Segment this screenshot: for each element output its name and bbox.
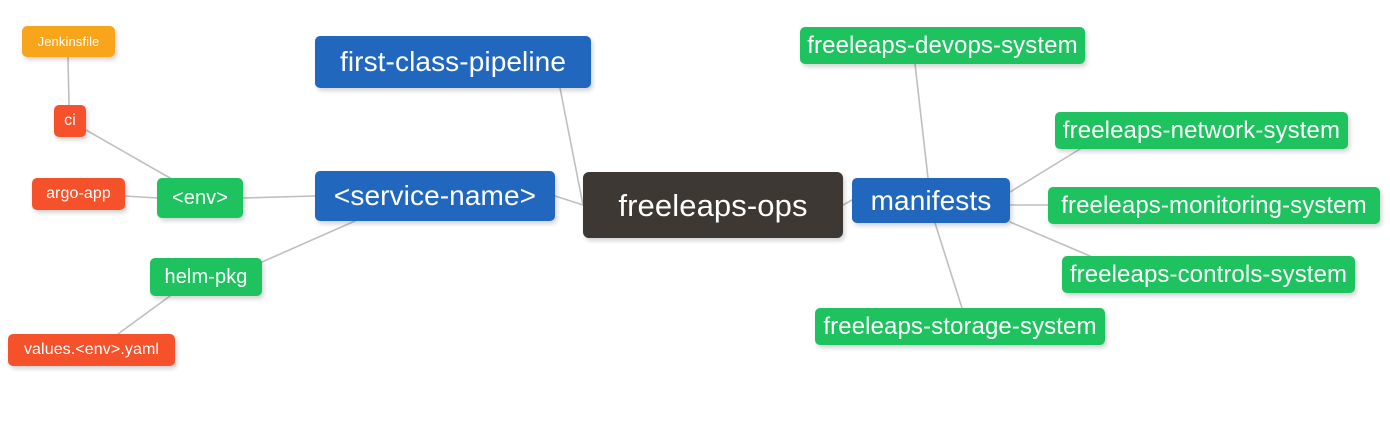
node-label: first-class-pipeline [339, 46, 567, 77]
mindmap-node-controls[interactable]: freeleaps-controls-system [1062, 256, 1355, 293]
edge-root-to-pipeline [559, 87, 584, 206]
node-label: freeleaps-controls-system [1069, 260, 1348, 288]
node-label: Jenkinsfile [37, 34, 100, 49]
mindmap-node-service[interactable]: <service-name> [315, 171, 555, 221]
mindmap-node-devops[interactable]: freeleaps-devops-system [800, 27, 1085, 64]
node-label: manifests [870, 184, 992, 216]
node-label: freeleaps-monitoring-system [1061, 191, 1367, 219]
node-label: ci [64, 112, 76, 129]
edge-manifests-to-devops [914, 63, 929, 179]
edge-service-to-helm [261, 220, 356, 263]
mindmap-node-monitoring[interactable]: freeleaps-monitoring-system [1048, 187, 1380, 224]
mindmap-node-network[interactable]: freeleaps-network-system [1055, 112, 1348, 149]
edge-manifests-to-controls [1009, 221, 1091, 257]
node-label: freeleaps-network-system [1062, 116, 1341, 144]
mindmap-node-manifests[interactable]: manifests [852, 178, 1010, 223]
mindmap-node-argo[interactable]: argo-app [32, 178, 125, 210]
node-label: freeleaps-storage-system [823, 312, 1097, 340]
node-label: helm-pkg [164, 266, 248, 288]
node-label: <service-name> [333, 180, 537, 211]
edge-root-to-manifests [842, 199, 853, 206]
mindmap-node-jenkinsfile[interactable]: Jenkinsfile [22, 26, 115, 57]
mindmap-node-ci[interactable]: ci [54, 105, 86, 137]
node-label: freeleaps-ops [618, 187, 808, 223]
edge-manifests-to-network [1009, 148, 1081, 193]
edge-env-to-argo [124, 195, 158, 199]
edge-helm-to-values [117, 295, 171, 335]
mindmap-node-values[interactable]: values.<env>.yaml [8, 334, 175, 366]
mindmap-node-storage[interactable]: freeleaps-storage-system [815, 308, 1105, 345]
edge-env-to-ci [85, 129, 171, 179]
mindmap-node-root[interactable]: freeleaps-ops [583, 172, 843, 238]
mindmap-node-helm[interactable]: helm-pkg [150, 258, 262, 296]
mindmap-node-env[interactable]: <env> [157, 178, 243, 218]
edge-service-to-env [242, 195, 316, 199]
node-label: argo-app [46, 185, 111, 202]
node-label: values.<env>.yaml [23, 341, 160, 358]
edge-root-to-service [554, 195, 584, 206]
node-label: <env> [171, 187, 229, 209]
mindmap-node-pipeline[interactable]: first-class-pipeline [315, 36, 591, 88]
edge-ci-to-jenkinsfile [67, 56, 70, 106]
node-label: freeleaps-devops-system [807, 31, 1078, 59]
edge-manifests-to-storage [934, 222, 963, 309]
